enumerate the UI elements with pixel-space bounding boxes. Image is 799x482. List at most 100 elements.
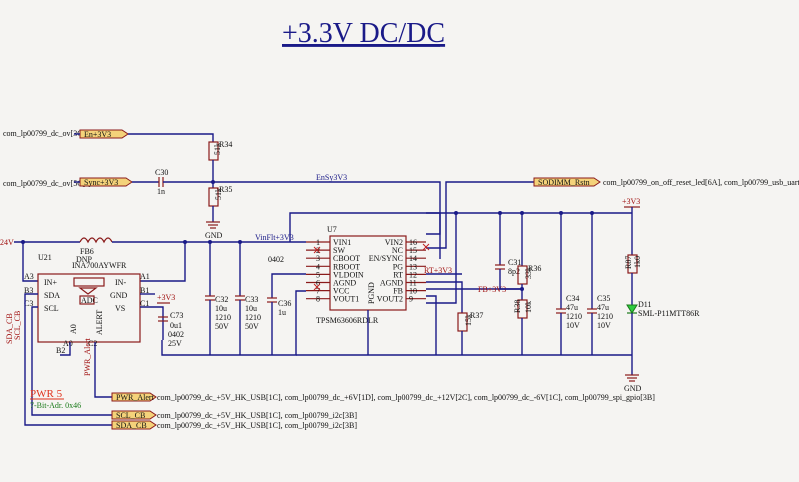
gnd-2-label: GND xyxy=(624,384,642,393)
svg-text:16: 16 xyxy=(409,238,417,247)
resistor-r38: R38 10k xyxy=(513,299,533,319)
net-24v: 24V xyxy=(0,238,14,247)
u21-pin-b2: B2 xyxy=(56,346,65,355)
svg-text:8: 8 xyxy=(316,295,320,304)
c73-ref: C73 xyxy=(170,311,183,320)
r35-value: 51k xyxy=(214,188,223,200)
u21-pin-c3: C3 xyxy=(24,299,33,308)
xref-sda: com_lp00799_dc_+5V_HK_USB[1C], com_lp007… xyxy=(157,421,357,430)
u21-pin-a1: A1 xyxy=(140,272,150,281)
capacitor-c35: C35 47u 1210 10V xyxy=(587,294,613,330)
svg-text:9: 9 xyxy=(409,295,413,304)
u7-left-pins: 1VIN12SW3CBOOT4RBOOT5VLDOIN6AGND7VCC8VOU… xyxy=(306,238,364,304)
gnd-symbol-1: GND xyxy=(205,221,223,240)
u21-pin-c2: C2 xyxy=(88,339,97,348)
rail-3v3-a-label: +3V3 xyxy=(157,293,175,302)
c73-pkg: 0402 xyxy=(168,330,184,339)
port-pwr-alert[interactable] xyxy=(111,392,157,402)
u21-label-inn: IN- xyxy=(115,278,126,287)
r35-ref: R35 xyxy=(219,185,232,194)
r38-value: 10k xyxy=(524,301,533,313)
wire-a0 xyxy=(60,342,71,356)
c36-value: 1u xyxy=(278,308,286,317)
r87-value: 1k0 xyxy=(633,256,642,268)
svg-text:VOUT2: VOUT2 xyxy=(377,295,403,304)
port-sodimm[interactable] xyxy=(533,177,601,187)
ic-u21: U21 INA700AYWFR A3 B3 C3 A1 B1 C1 IN+ IN… xyxy=(24,253,150,355)
c35-value: 47u xyxy=(597,303,609,312)
net-label-vinflt: VinFlt+3V3 xyxy=(255,233,294,242)
junction xyxy=(238,240,242,244)
u21-shunt xyxy=(73,277,105,287)
wire xyxy=(128,133,214,142)
xref-pwr-alert: com_lp00799_dc_+5V_HK_USB[1C], com_lp007… xyxy=(157,393,655,402)
c32-pkg: 1210 xyxy=(215,313,231,322)
port-en[interactable] xyxy=(79,129,129,139)
c73-value: 0u1 xyxy=(170,321,182,330)
r36-value: 33k xyxy=(524,267,533,279)
wire-vs xyxy=(140,306,164,340)
xref-en: com_lp00799_dc_ov[3C] xyxy=(3,129,86,138)
c35-rating: 10V xyxy=(597,321,611,330)
wire-24v xyxy=(14,241,38,282)
u21-label-adc: ADC xyxy=(81,296,98,305)
wire-vout2 xyxy=(426,295,437,355)
wire-scl xyxy=(31,306,112,416)
port-scl[interactable] xyxy=(111,410,157,420)
port-sda[interactable] xyxy=(111,420,157,430)
power-3v3-b: +3V3 xyxy=(622,197,640,208)
c32-ref: C32 xyxy=(215,295,228,304)
wire-vin2 xyxy=(289,212,441,242)
fb6-value: DNP xyxy=(76,255,93,264)
d11-ref: D11 xyxy=(638,300,651,309)
svg-text:VIN1: VIN1 xyxy=(333,238,351,247)
resistor-r35: R35 51k xyxy=(208,185,232,207)
net-label-fb: FB+3V3 xyxy=(478,285,506,294)
wire-sda xyxy=(24,293,112,426)
svg-text:EN/SYNC: EN/SYNC xyxy=(369,254,403,263)
u7-part: TPSM63606RDLR xyxy=(316,316,379,325)
svg-text:5: 5 xyxy=(316,270,320,279)
svg-text:13: 13 xyxy=(409,262,417,271)
u7-pgnd: PGND xyxy=(367,282,376,304)
vert-sda-label: SDA_CB xyxy=(5,313,14,344)
svg-text:CBOOT: CBOOT xyxy=(333,254,360,263)
resistor-r36: R36 33k xyxy=(517,264,541,285)
svg-text:3: 3 xyxy=(316,254,320,263)
port-sync-label: Sync+3V3 xyxy=(84,178,118,187)
capacitor-c34: C34 47u 1210 10V xyxy=(556,294,582,330)
junction xyxy=(211,180,215,184)
u21-pin-a3: A3 xyxy=(24,272,34,281)
svg-text:15: 15 xyxy=(409,246,417,255)
u7-pin-cboot: 3 CBOOT xyxy=(306,254,360,263)
c30-value: 1n xyxy=(157,187,165,196)
c36-pkg: 0402 xyxy=(268,255,284,264)
port-sync[interactable] xyxy=(79,177,133,187)
r87-ref: R87 xyxy=(624,256,633,269)
u21-pin-b3: B3 xyxy=(24,286,33,295)
u21-label-vs: VS xyxy=(115,304,125,313)
c33-ref: C33 xyxy=(245,295,258,304)
resistor-r37: R37 15k xyxy=(457,311,483,332)
c32-value: 10u xyxy=(215,304,227,313)
c73-rating: 25V xyxy=(168,339,182,348)
svg-text:NC: NC xyxy=(392,246,403,255)
junction xyxy=(590,211,594,215)
c33-value: 10u xyxy=(245,304,257,313)
svg-text:AGND: AGND xyxy=(333,279,356,288)
xref-scl: com_lp00799_dc_+5V_HK_USB[1C], com_lp007… xyxy=(157,411,357,420)
u7-ref: U7 xyxy=(327,225,337,234)
svg-text:FB: FB xyxy=(393,287,403,296)
r37-value: 15k xyxy=(464,314,473,326)
svg-text:VIN2: VIN2 xyxy=(385,238,403,247)
u21-amp xyxy=(78,287,98,295)
c31-value: 8p2 xyxy=(508,267,520,276)
capacitor-c73: C73 0u1 0402 25V xyxy=(158,311,184,348)
